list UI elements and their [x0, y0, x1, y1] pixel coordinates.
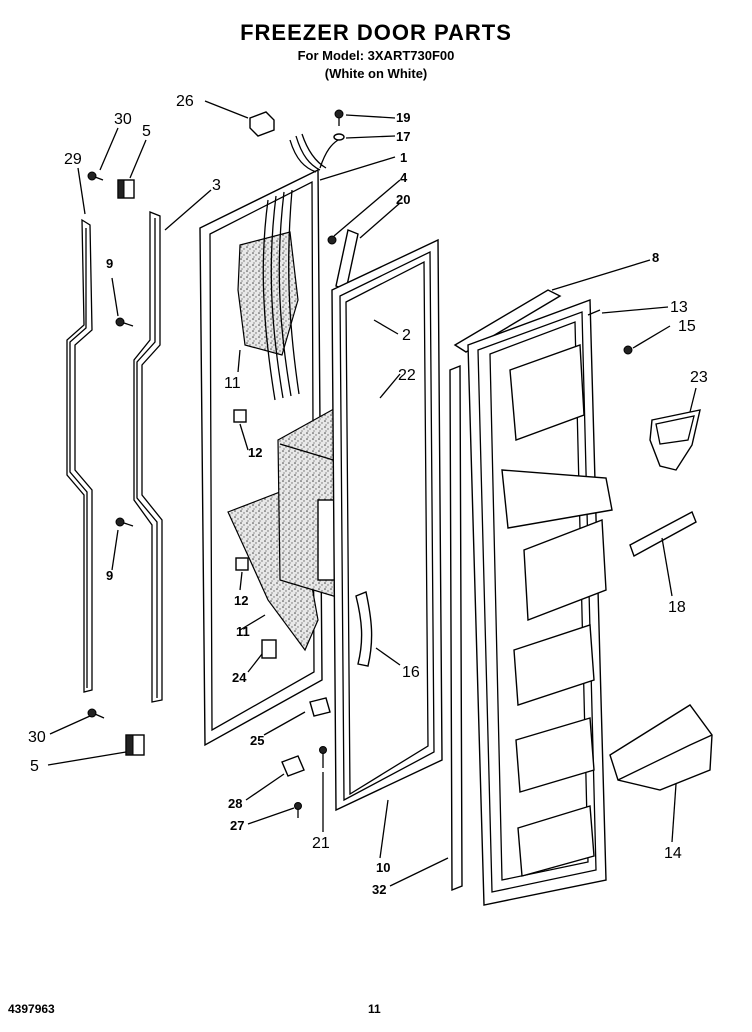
part-4-grommet — [327, 235, 337, 245]
leader-lines — [47, 100, 697, 887]
callout-10: 10 — [376, 860, 390, 875]
callout-18: 18 — [668, 599, 686, 616]
callout-19: 19 — [396, 110, 410, 125]
part-14-bin — [609, 704, 713, 791]
part-12-bracket-upper — [233, 409, 247, 423]
callout-26: 26 — [176, 93, 194, 110]
callout-9-upper: 9 — [106, 256, 113, 271]
part-9-screw-upper — [115, 317, 134, 327]
callout-8: 8 — [652, 250, 659, 265]
callout-24: 24 — [232, 670, 247, 685]
part-30-bottom-screw — [87, 708, 105, 719]
callout-28: 28 — [228, 796, 242, 811]
callout-3: 3 — [212, 177, 221, 194]
callout-16: 16 — [402, 664, 420, 681]
callout-15: 15 — [678, 318, 696, 335]
part-19-screw — [334, 109, 344, 126]
wire-harness — [289, 133, 339, 173]
callout-30-bottom: 30 — [28, 729, 46, 746]
part-24-switch — [261, 639, 277, 659]
callout-32: 32 — [372, 882, 386, 897]
callout-30-top: 30 — [114, 111, 132, 128]
callout-14: 14 — [664, 845, 682, 862]
callout-20: 20 — [396, 192, 410, 207]
part-12-bracket-lower — [235, 557, 249, 571]
part-18-bar — [629, 511, 697, 558]
part-16-tube — [355, 591, 373, 667]
model-number: For Model: 3XART730F00 — [297, 48, 455, 63]
callout-27: 27 — [230, 818, 244, 833]
part-29-trim-strip — [66, 218, 93, 693]
callout-5-bottom: 5 — [30, 758, 39, 775]
callout-1: 1 — [400, 150, 407, 165]
part-9-screw-lower — [115, 517, 134, 527]
part-15-screw — [623, 345, 633, 355]
callout-2: 2 — [402, 327, 411, 344]
callout-12-lower: 12 — [234, 593, 248, 608]
callout-29: 29 — [64, 151, 82, 168]
callout-5-top: 5 — [142, 123, 151, 140]
callout-4: 4 — [400, 170, 408, 185]
page-title: FREEZER DOOR PARTS — [240, 20, 512, 45]
part-13-trim — [587, 309, 601, 316]
part-23-chute — [649, 409, 701, 471]
part-26-connector — [249, 111, 275, 137]
callout-11-upper: 11 — [224, 375, 241, 392]
callout-17: 17 — [396, 129, 410, 144]
part-21-screw — [319, 746, 327, 768]
part-25-hinge-bracket — [309, 697, 331, 717]
part-10-door-gasket — [331, 238, 443, 812]
callout-22: 22 — [398, 367, 416, 384]
color-variant: (White on White) — [324, 66, 428, 81]
part-5-bottom-hinge — [125, 734, 145, 756]
part-32-trim-strip — [449, 364, 463, 892]
part-17-clamp — [333, 133, 345, 141]
callout-12-upper: 12 — [248, 445, 262, 460]
part-30-top-screw — [87, 171, 104, 181]
callout-9-lower: 9 — [106, 568, 113, 583]
part-3-trim-strip — [133, 211, 163, 703]
door-liner — [467, 299, 613, 906]
page-number: 11 — [368, 1002, 381, 1016]
part-27-screw — [294, 802, 302, 818]
callout-13: 13 — [670, 299, 688, 316]
part-5-top-hinge — [117, 179, 135, 199]
callout-21: 21 — [312, 835, 330, 852]
part-1-door-panel — [199, 168, 323, 747]
callout-23: 23 — [690, 369, 708, 386]
part-8-top-trim — [453, 289, 562, 353]
callout-11-lower: 11 — [236, 624, 250, 639]
part-28-cam — [281, 755, 305, 777]
document-number: 4397963 — [8, 1002, 55, 1016]
callout-25: 25 — [250, 733, 264, 748]
